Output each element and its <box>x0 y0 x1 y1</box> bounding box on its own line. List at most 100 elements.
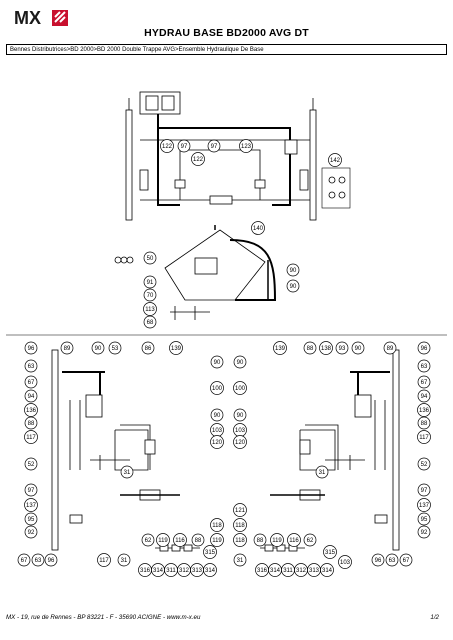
callout-label: 118 <box>212 523 222 529</box>
callout-label: 122 <box>162 144 173 150</box>
callout-label: 91 <box>147 280 154 286</box>
callout-circle <box>141 341 155 355</box>
callout-circle <box>286 279 300 293</box>
callout-circle <box>24 375 38 389</box>
callout-circle <box>417 430 431 444</box>
callout-label: 90 <box>214 413 221 419</box>
callout-circle <box>143 315 157 329</box>
callout-label: 103 <box>212 428 223 434</box>
callout-circle <box>251 221 265 235</box>
callout-label: 94 <box>28 394 35 400</box>
callout-circle <box>97 553 111 567</box>
callout-circle <box>117 553 131 567</box>
callout-label: 120 <box>212 440 223 446</box>
mx-logo: MX <box>14 8 68 28</box>
callout-circle <box>338 555 352 569</box>
callout-circle <box>239 139 253 153</box>
callout-circle <box>286 263 300 277</box>
callout-label: 96 <box>48 558 55 564</box>
callout-label: 139 <box>171 346 182 352</box>
page-title: HYDRAU BASE BD2000 AVG DT <box>144 27 309 39</box>
callout-label: 313 <box>192 568 203 574</box>
callout-circle <box>24 430 38 444</box>
callout-label: 67 <box>421 380 428 386</box>
callout-circle <box>24 512 38 526</box>
callout-label: 52 <box>28 462 35 468</box>
callout-label: 94 <box>421 394 428 400</box>
callout-circle <box>207 139 221 153</box>
callout-circle <box>191 152 205 166</box>
logo-text: MX <box>14 8 41 28</box>
callout-circle <box>315 465 329 479</box>
callout-label: 90 <box>95 346 102 352</box>
callout-circle <box>417 403 431 417</box>
callout-circle <box>320 563 334 577</box>
callout-circle <box>233 355 247 369</box>
callout-label: 316 <box>140 568 151 574</box>
callout-label: 31 <box>319 470 326 476</box>
callout-label: 92 <box>421 530 428 536</box>
callout-circle <box>233 503 247 517</box>
callout-label: 121 <box>235 508 246 514</box>
callout-label: 100 <box>212 386 223 392</box>
callout-label: 118 <box>235 523 245 529</box>
callout-label: 142 <box>330 158 341 164</box>
callout-circle <box>17 553 31 567</box>
callout-label: 92 <box>28 530 35 536</box>
callout-circle <box>143 275 157 289</box>
callout-label: 312 <box>179 568 190 574</box>
bottom-left-assembly <box>51 349 200 552</box>
callout-label: 95 <box>28 517 35 523</box>
callout-circle <box>417 341 431 355</box>
callout-circle <box>417 525 431 539</box>
callout-circle <box>303 341 317 355</box>
callout-circle <box>91 341 105 355</box>
callout-label: 315 <box>205 550 216 556</box>
callout-label: 68 <box>147 320 154 326</box>
callout-circle <box>143 302 157 316</box>
callout-label: 70 <box>147 293 154 299</box>
callout-label: 122 <box>193 157 204 163</box>
callout-circle <box>177 139 191 153</box>
callout-label: 117 <box>26 435 36 441</box>
callout-label: 67 <box>21 558 28 564</box>
callout-label: 311 <box>283 568 293 574</box>
callout-label: 50 <box>147 256 154 262</box>
callout-label: 31 <box>237 558 244 564</box>
callout-label: 117 <box>99 558 109 564</box>
callout-label: 314 <box>205 568 216 574</box>
callout-label: 31 <box>121 558 128 564</box>
callout-label: 53 <box>112 346 119 352</box>
callout-circle <box>141 533 155 547</box>
callout-label: 89 <box>387 346 394 352</box>
callout-label: 93 <box>339 346 346 352</box>
callout-circle <box>210 518 224 532</box>
callout-circle <box>233 518 247 532</box>
callout-circle <box>143 251 157 265</box>
callout-label: 136 <box>26 408 37 414</box>
callout-circle <box>233 553 247 567</box>
callout-circle <box>44 553 58 567</box>
callout-label: 116 <box>289 538 299 544</box>
callout-label: 97 <box>28 488 35 494</box>
callout-label: 63 <box>389 558 396 564</box>
callout-label: 314 <box>270 568 281 574</box>
callout-label: 67 <box>403 558 410 564</box>
callout-label: 97 <box>421 488 428 494</box>
callout-circle <box>24 498 38 512</box>
callout-circle <box>351 341 365 355</box>
bottom-right-assembly <box>260 349 400 552</box>
callout-circle <box>328 153 342 167</box>
callout-circle <box>31 553 45 567</box>
callout-label: 117 <box>419 435 429 441</box>
callout-circle <box>270 533 284 547</box>
callout-label: 63 <box>421 364 428 370</box>
callout-label: 140 <box>253 226 264 232</box>
callout-label: 136 <box>419 408 430 414</box>
callout-circle <box>233 408 247 422</box>
callout-circle <box>417 498 431 512</box>
callout-circle <box>24 389 38 403</box>
breadcrumb[interactable]: Bennes Distributrices>BD 2000>BD 2000 Do… <box>6 44 447 55</box>
callout-label: 88 <box>421 421 428 427</box>
